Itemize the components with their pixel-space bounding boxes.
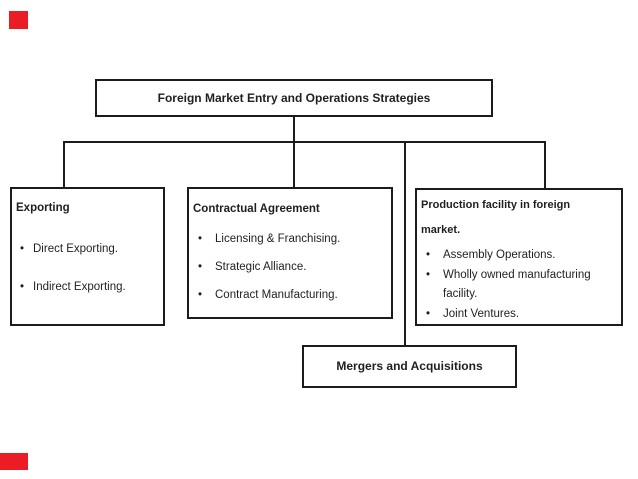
list-item-label: Assembly Operations.: [443, 249, 556, 261]
connector-drop-contractual: [293, 141, 295, 187]
connector-drop-exporting: [63, 141, 65, 187]
bullet-icon: •: [198, 261, 203, 273]
exporting-title: Exporting: [16, 202, 70, 214]
node-mergers-acquisitions: Mergers and Acquisitions: [302, 345, 517, 388]
contractual-items: • Licensing & Franchising. • Strategic A…: [193, 232, 388, 303]
list-item: • Indirect Exporting.: [16, 280, 160, 295]
bullet-icon: •: [426, 308, 431, 320]
list-item: • Wholly owned manufacturing facility.: [421, 266, 618, 304]
list-item-label: Strategic Alliance.: [215, 261, 307, 273]
list-item-label: Indirect Exporting.: [33, 281, 126, 293]
connector-drop-production: [544, 141, 546, 188]
connector-drop-mergers: [404, 141, 406, 345]
connector-rail: [63, 141, 546, 143]
bullet-icon: •: [198, 233, 203, 245]
production-title-line1: Production facility in foreign: [421, 199, 571, 211]
list-item-label: Licensing & Franchising.: [215, 233, 341, 245]
list-item-label: Contract Manufacturing.: [215, 289, 338, 301]
node-production-facility: Production facility in foreign market. •…: [415, 188, 623, 326]
bullet-icon: •: [20, 281, 25, 293]
list-item: • Strategic Alliance.: [193, 260, 388, 275]
bullet-icon: •: [20, 243, 25, 255]
exporting-items: • Direct Exporting. • Indirect Exporting…: [16, 242, 160, 295]
list-item-label: Direct Exporting.: [33, 243, 119, 255]
production-items: • Assembly Operations. • Wholly owned ma…: [421, 246, 618, 324]
production-title-line2: market.: [421, 224, 461, 236]
list-item: • Joint Ventures.: [421, 305, 618, 324]
bullet-icon: •: [198, 289, 203, 301]
list-item: • Contract Manufacturing.: [193, 288, 388, 303]
node-contractual-agreement: Contractual Agreement • Licensing & Fran…: [187, 187, 393, 319]
list-item: • Assembly Operations.: [421, 246, 618, 265]
red-accent-top-left: [9, 11, 28, 29]
production-title: Production facility in foreign market.: [421, 198, 618, 238]
red-accent-bottom-left: [0, 453, 28, 470]
root-title-label: Foreign Market Entry and Operations Stra…: [157, 90, 431, 105]
list-item: • Licensing & Franchising.: [193, 232, 388, 247]
list-item: • Direct Exporting.: [16, 242, 160, 257]
list-item-label: Wholly owned manufacturing facility.: [443, 269, 591, 300]
connector-root-stem: [293, 115, 295, 143]
contractual-title: Contractual Agreement: [193, 203, 320, 215]
node-exporting: Exporting • Direct Exporting. • Indirect…: [10, 187, 165, 326]
list-item-label: Joint Ventures.: [443, 308, 520, 320]
node-root-title-box: Foreign Market Entry and Operations Stra…: [95, 79, 493, 117]
bullet-icon: •: [426, 269, 431, 281]
bullet-icon: •: [426, 249, 431, 261]
mergers-title: Mergers and Acquisitions: [336, 359, 483, 373]
